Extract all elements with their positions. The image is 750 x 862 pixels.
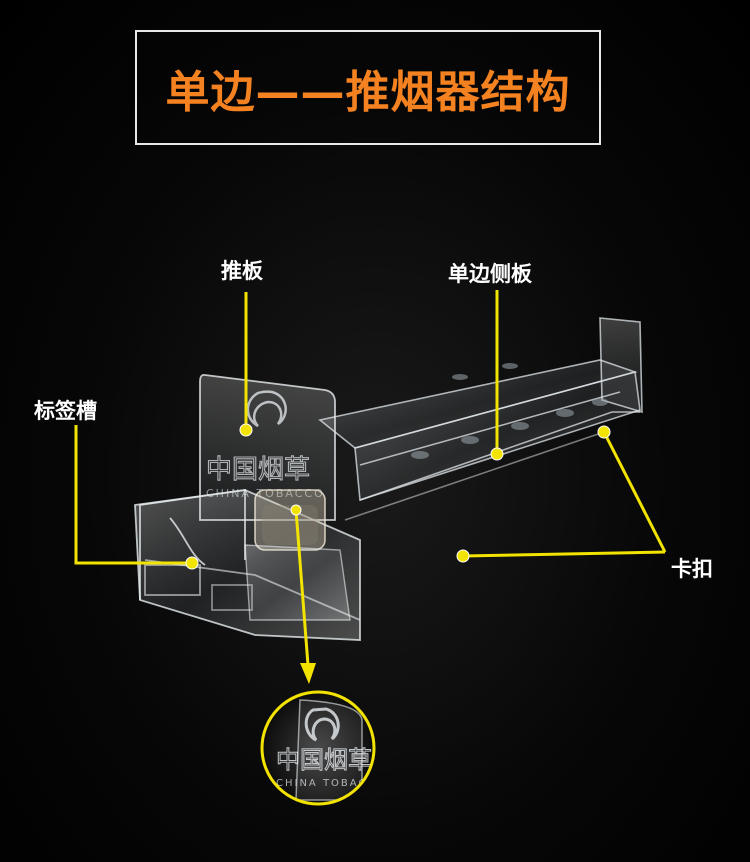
zoom-engraving-en: CHINA TOBACCO	[276, 778, 386, 789]
label-slot-leader	[74, 425, 190, 565]
annotation-dots	[185, 423, 611, 570]
zoom-arrow-head	[300, 663, 316, 684]
annotations	[74, 290, 667, 666]
zoom-engraving-cn: 中国烟草	[276, 746, 372, 774]
clip-leader-1	[602, 431, 667, 553]
spring-roller	[244, 489, 351, 621]
zoom-detail: 中国烟草 CHINA TOBACCO	[260, 690, 386, 806]
side-panel-rail	[318, 317, 643, 521]
page-title: 单边——推烟器结构	[165, 66, 571, 118]
label-side-panel: 单边侧板	[448, 262, 532, 286]
title-frame: 单边——推烟器结构	[135, 30, 601, 145]
rail-holes	[411, 363, 608, 459]
label-slot: 标签槽	[34, 399, 97, 423]
label-push-plate: 推板	[221, 259, 263, 283]
label-clip: 卡扣	[671, 557, 713, 581]
zoom-leader	[294, 509, 310, 666]
clip-leader-2	[462, 550, 666, 558]
engraving-cn: 中国烟草	[206, 455, 310, 485]
